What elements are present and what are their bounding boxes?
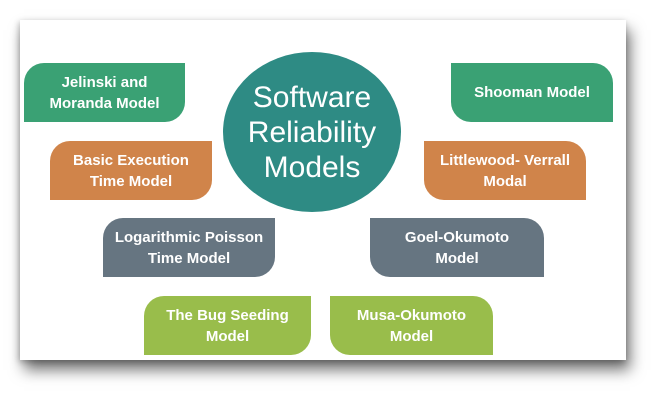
- center-title-line2: Reliability: [247, 115, 377, 149]
- model-label-line2: Model: [389, 327, 434, 345]
- model-box-musa-okumoto: Musa-Okumoto Model: [330, 296, 493, 355]
- model-label-line1: Musa-Okumoto: [356, 306, 467, 324]
- model-box-basic-execution: Basic Execution Time Model: [50, 141, 212, 200]
- model-box-bug-seeding: The Bug Seeding Model: [144, 296, 311, 355]
- model-label-line1: Shooman Model: [474, 84, 590, 101]
- model-box-littlewood-verrall: Littlewood- Verrall Modal: [424, 141, 586, 200]
- model-label-line2: Modal: [483, 172, 527, 190]
- center-title-line3: Models: [263, 150, 361, 184]
- model-label-line1: The Bug Seeding: [166, 306, 289, 324]
- model-label-line2: Model: [435, 249, 479, 267]
- model-box-jelinski-moranda: Jelinski and Moranda Model: [24, 63, 185, 122]
- model-label-line1: Jelinski and: [61, 73, 148, 91]
- model-box-goel-okumoto: Goel-Okumoto Model: [370, 218, 544, 277]
- model-label-line2: Model: [205, 327, 250, 345]
- model-box-logarithmic-poisson: Logarithmic Poisson Time Model: [103, 218, 275, 277]
- center-title-line1: Software: [252, 80, 372, 114]
- model-label-line1: Logarithmic Poisson: [114, 228, 264, 246]
- model-label-line1: Basic Execution: [73, 151, 189, 169]
- model-label-line2: Moranda Model: [49, 94, 160, 112]
- center-circle: Software Reliability Models: [223, 52, 401, 212]
- model-label-line1: Goel-Okumoto: [404, 228, 510, 246]
- model-label-line1: Littlewood- Verrall: [439, 151, 571, 169]
- model-label-line2: Time Model: [147, 249, 231, 267]
- model-label-line2: Time Model: [89, 172, 173, 190]
- model-box-shooman: Shooman Model: [451, 63, 613, 122]
